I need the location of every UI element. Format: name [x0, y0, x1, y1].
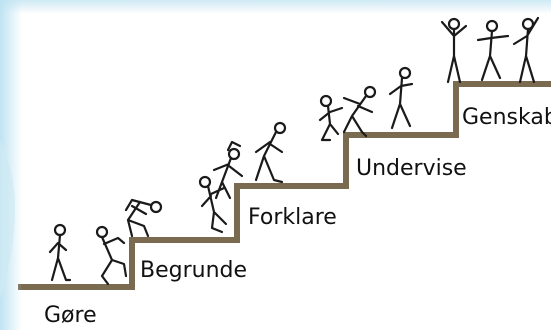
stick-figure-walking: [48, 223, 72, 282]
step-label-undervise: Undervise: [356, 156, 467, 181]
stick-figure-walking-up: [388, 66, 414, 130]
stick-figure-reaching: [212, 140, 244, 200]
step-label-forklare: Forklare: [248, 205, 337, 230]
stick-figure-jumping: [476, 19, 510, 82]
staircase: [18, 81, 551, 290]
step-label-begrunde: Begrunde: [140, 258, 247, 283]
stick-figure-cheering: [440, 17, 468, 84]
stick-figure-waving: [512, 16, 540, 84]
stick-figure-crouching: [318, 94, 344, 142]
stick-figure-climbing: [95, 225, 128, 286]
stick-figure-kneeling: [198, 175, 228, 234]
step-label-gore: Gøre: [44, 303, 97, 328]
stick-figure-stepping: [254, 121, 287, 184]
stick-figure-helping: [124, 198, 163, 238]
step-label-genskabe: Genskabe: [462, 105, 551, 130]
stick-figure-pulling: [342, 85, 377, 138]
